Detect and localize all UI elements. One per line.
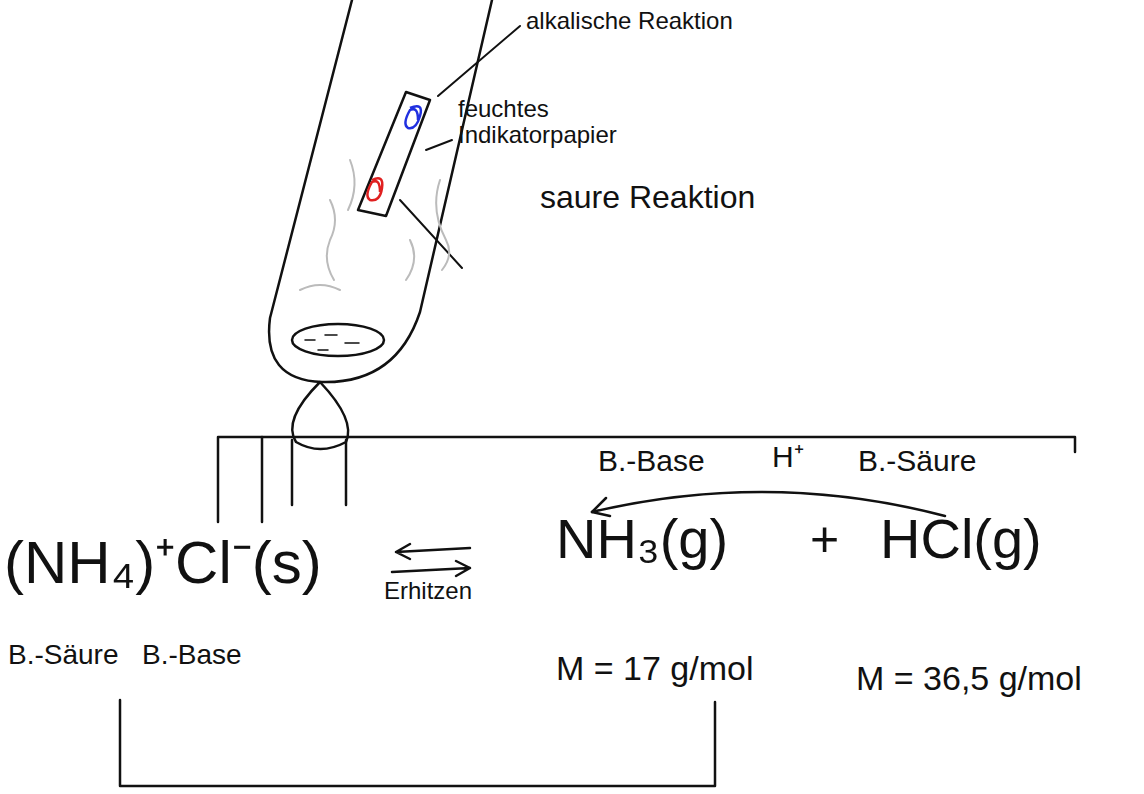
indicator-paper xyxy=(358,92,430,216)
molar-mass: M = 17 g/mol xyxy=(556,650,753,687)
blue-indicator-mark xyxy=(405,106,420,128)
vapour xyxy=(327,200,335,280)
callout-label: alkalische Reaktion xyxy=(526,8,733,34)
burner-base xyxy=(261,437,264,522)
condition-label: Erhitzen xyxy=(384,578,472,604)
bracket xyxy=(120,700,715,786)
formula: NH₃(g) xyxy=(556,508,728,570)
operator: + xyxy=(810,512,839,567)
burner-tube xyxy=(292,440,346,505)
red-indicator-mark xyxy=(367,178,382,200)
formula: (NH₄)⁺Cl⁻(s) xyxy=(4,530,322,596)
vapour xyxy=(436,180,449,270)
solid-hatching xyxy=(305,335,359,350)
vapour xyxy=(300,285,340,290)
leader-line xyxy=(438,26,520,96)
callout-label: saure Reaktion xyxy=(540,180,755,215)
solid-sample xyxy=(292,324,384,356)
leader-line xyxy=(426,140,452,150)
equilibrium-arrow xyxy=(396,544,470,559)
formula: HCl(g) xyxy=(880,508,1042,570)
vapour xyxy=(406,240,414,280)
leader-line xyxy=(400,200,462,268)
molar-mass: M = 36,5 g/mol xyxy=(856,660,1082,697)
callout-label: feuchtes Indikatorpapier xyxy=(458,96,658,149)
role-label: B.-Säure xyxy=(858,444,976,477)
test-tube xyxy=(269,0,492,382)
equilibrium-arrow xyxy=(392,561,470,576)
flame xyxy=(292,382,348,449)
role-label: B.-Säure xyxy=(8,640,119,671)
role-label: B.-Base xyxy=(598,444,705,477)
role-label: B.-Base xyxy=(142,640,242,671)
ion-label: H⁺ xyxy=(772,440,804,473)
vapour xyxy=(348,160,355,210)
